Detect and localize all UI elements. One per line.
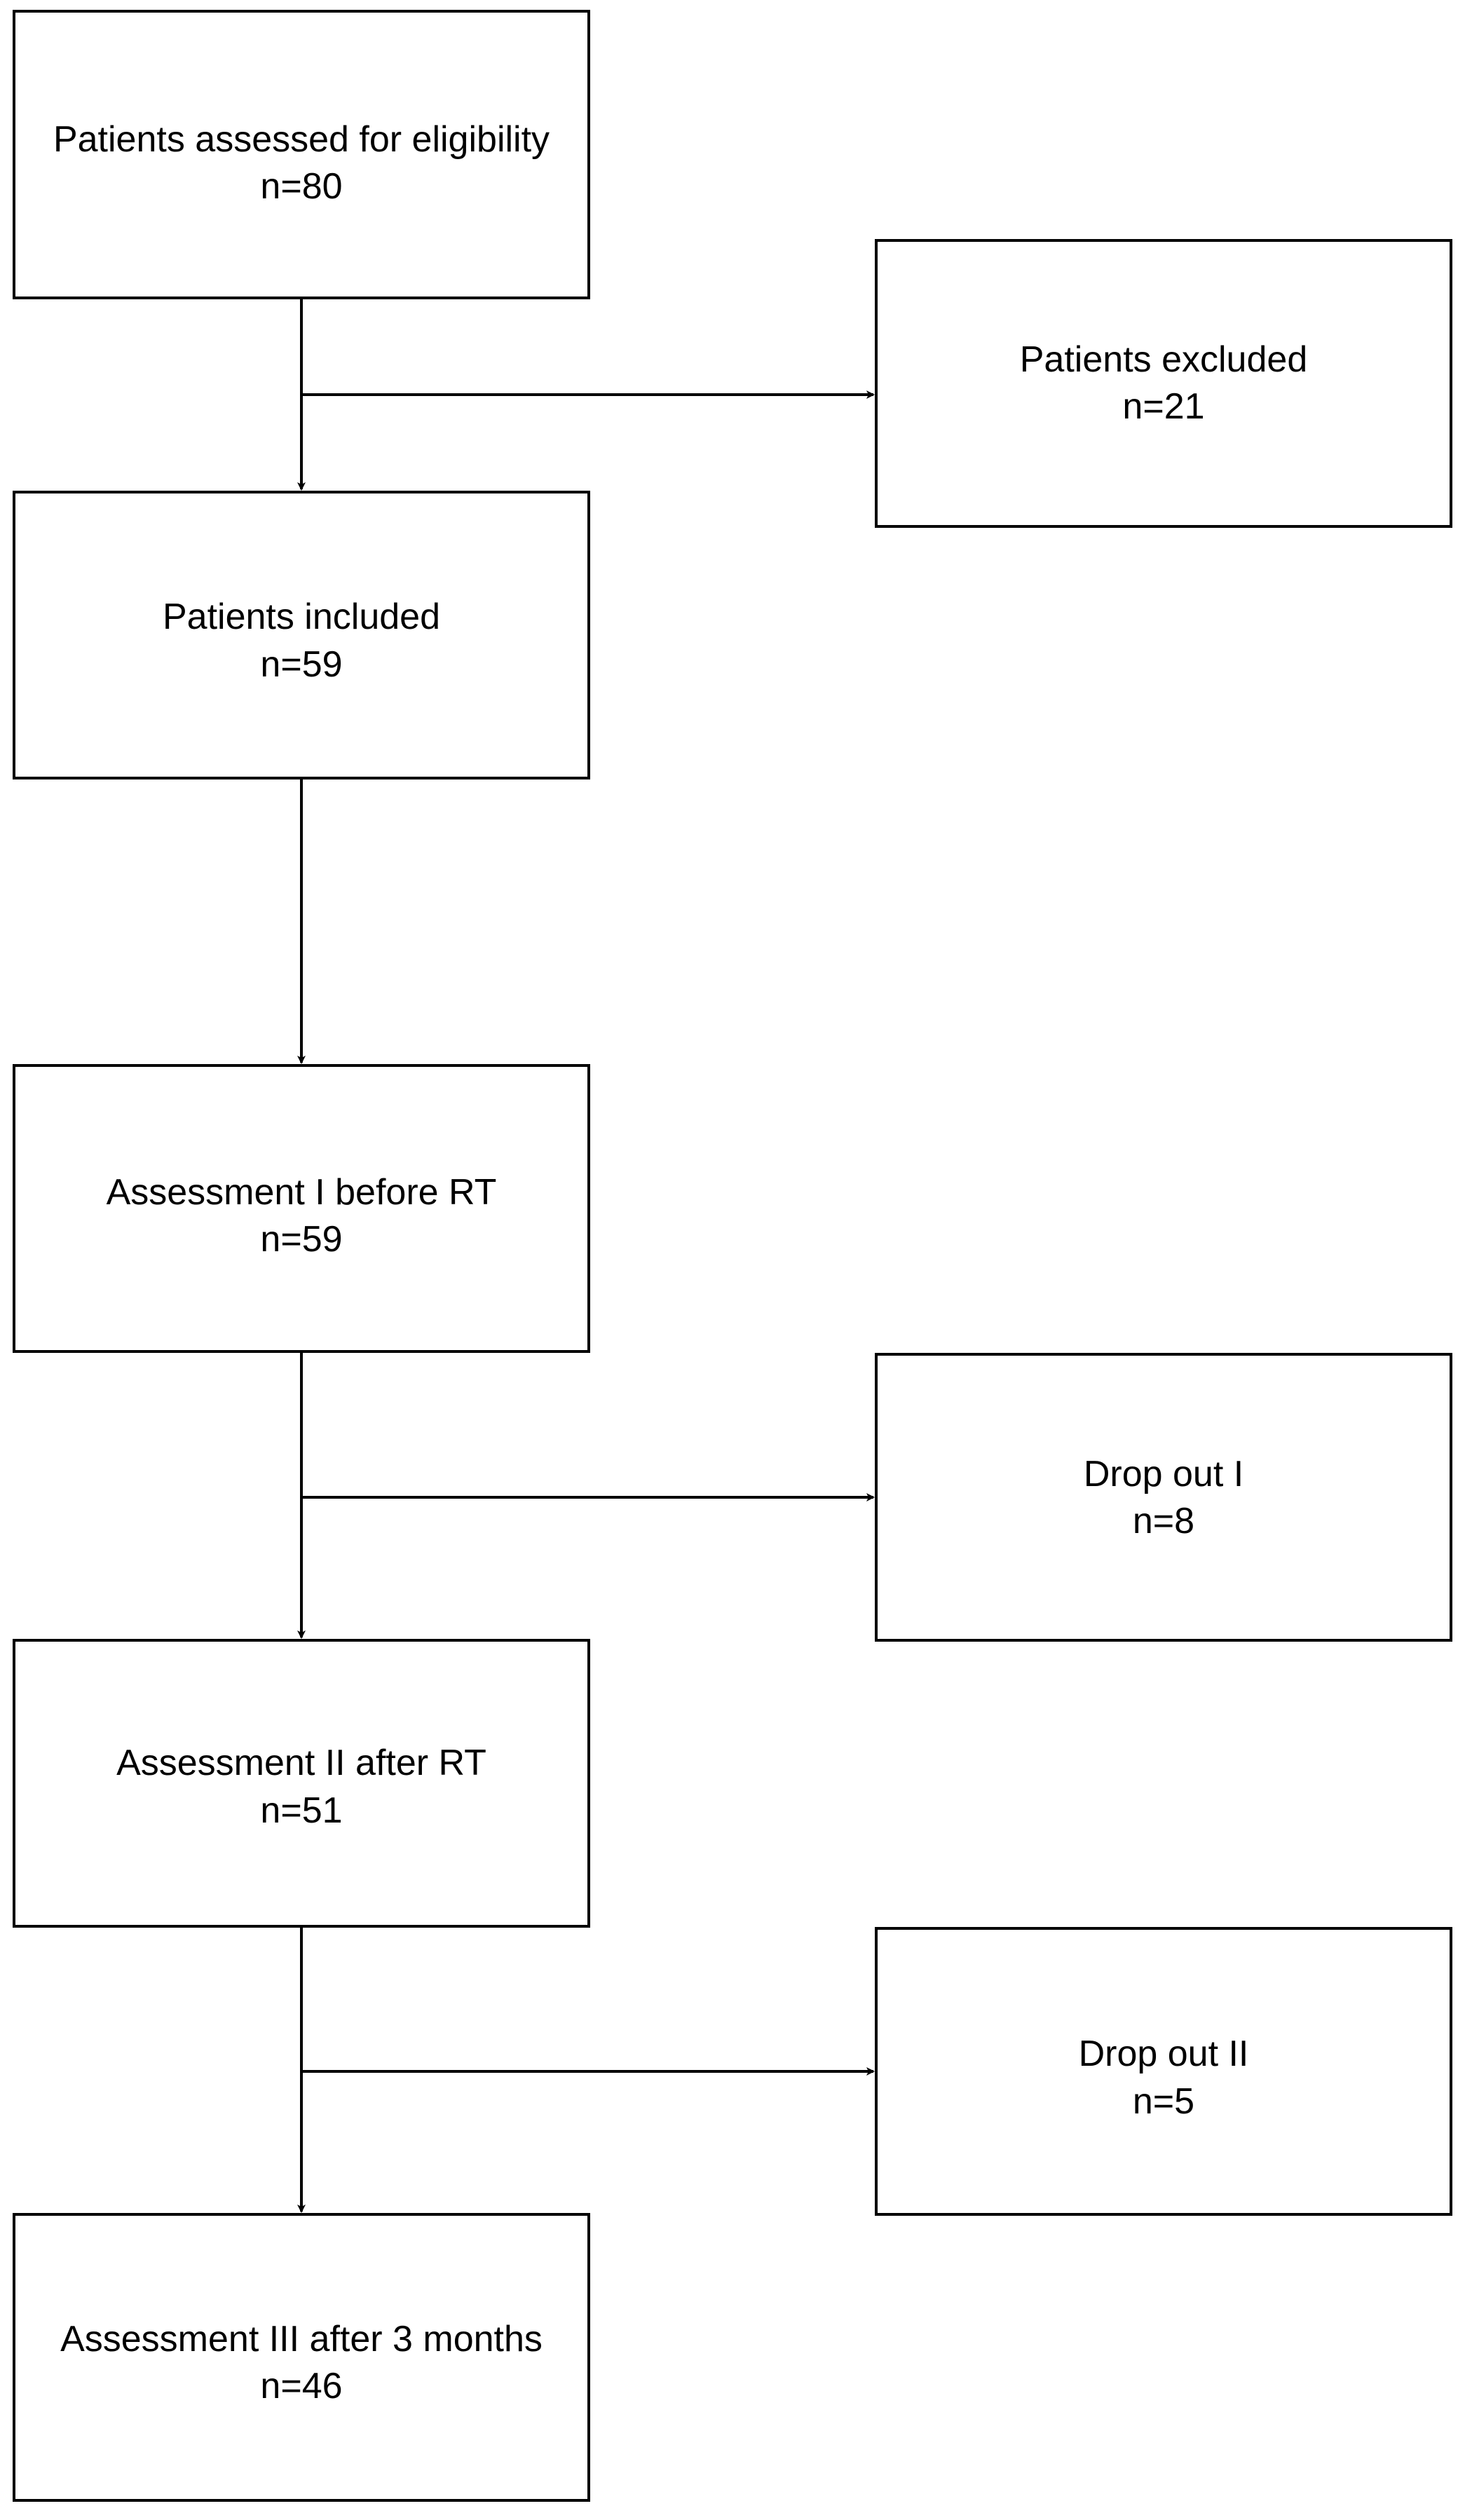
node-box bbox=[875, 1927, 1452, 2216]
node-assessment1: Assessment I before RT n=59 bbox=[13, 1064, 590, 1353]
node-box bbox=[13, 10, 590, 299]
connectors bbox=[297, 298, 875, 2213]
node-label: Patients assessed for eligibility bbox=[53, 119, 550, 160]
node-assessment3: Assessment III after 3 months n=46 bbox=[13, 2213, 590, 2502]
node-box bbox=[875, 1353, 1452, 1642]
node-label: Patients excluded bbox=[1020, 339, 1308, 380]
node-excluded: Patients excluded n=21 bbox=[875, 239, 1452, 528]
node-assessed: Patients assessed for eligibility n=80 bbox=[13, 10, 590, 299]
node-label: Assessment II after RT bbox=[116, 1743, 486, 1783]
node-count: n=59 bbox=[260, 644, 342, 685]
node-box bbox=[875, 239, 1452, 528]
node-box bbox=[13, 2213, 590, 2502]
node-label: Patients included bbox=[163, 597, 440, 637]
node-included: Patients included n=59 bbox=[13, 491, 590, 779]
node-dropout2: Drop out II n=5 bbox=[875, 1927, 1452, 2216]
node-count: n=80 bbox=[260, 166, 342, 207]
node-assessment2: Assessment II after RT n=51 bbox=[13, 1639, 590, 1928]
node-label: Drop out II bbox=[1079, 2034, 1249, 2074]
node-label: Assessment I before RT bbox=[107, 1172, 497, 1213]
node-label: Drop out I bbox=[1084, 1454, 1243, 1494]
node-box bbox=[13, 491, 590, 779]
node-count: n=5 bbox=[1133, 2081, 1194, 2122]
node-box bbox=[13, 1639, 590, 1928]
node-dropout1: Drop out I n=8 bbox=[875, 1353, 1452, 1642]
node-count: n=59 bbox=[260, 1219, 342, 1260]
node-label: Assessment III after 3 months bbox=[60, 2319, 543, 2359]
node-count: n=21 bbox=[1122, 386, 1204, 427]
node-box bbox=[13, 1064, 590, 1353]
node-count: n=8 bbox=[1133, 1501, 1194, 1541]
node-count: n=51 bbox=[260, 1790, 342, 1831]
node-count: n=46 bbox=[260, 2366, 342, 2406]
